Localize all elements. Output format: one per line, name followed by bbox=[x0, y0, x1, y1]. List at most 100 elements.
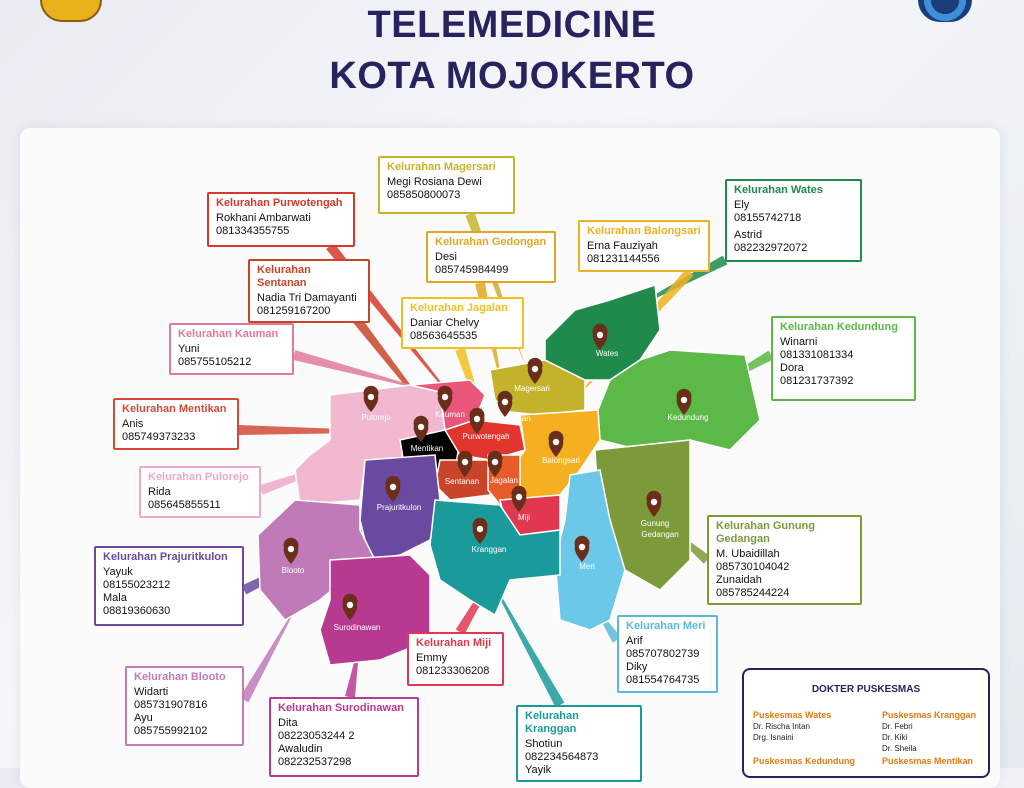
kelurahan-name: Kelurahan Mentikan bbox=[122, 403, 227, 415]
contact-line: 08155742718 bbox=[734, 212, 802, 224]
kelurahan-name: Kelurahan Gedongan bbox=[435, 236, 547, 248]
district-label: Prajuritkulon bbox=[377, 503, 421, 512]
kelurahan-name: Kelurahan Pulorejo bbox=[148, 471, 249, 483]
contact-line: Yayik bbox=[525, 764, 552, 776]
contact-line: 081331081334 bbox=[780, 349, 854, 361]
kelurahan-name: Kelurahan Balongsari bbox=[587, 225, 701, 237]
location-pin-icon bbox=[511, 485, 527, 512]
contact-line: 085785244224 bbox=[716, 587, 790, 599]
district-label: Gedongan bbox=[493, 414, 530, 423]
kelurahan-name: Kelurahan Meri bbox=[626, 620, 706, 632]
kelurahan-name: Kelurahan Gunung Gedangan bbox=[716, 520, 815, 545]
district-label: Pulorejo bbox=[361, 413, 391, 422]
contact-line: 08223053244 2 bbox=[278, 730, 355, 742]
contact-line: 085749373233 bbox=[122, 431, 196, 443]
location-pin-icon bbox=[527, 357, 543, 384]
location-pin-icon bbox=[413, 415, 429, 442]
contact-line: Awaludin bbox=[278, 743, 323, 755]
contact-line: Diky bbox=[626, 661, 648, 673]
doctor-name: Dr. Febri bbox=[882, 722, 913, 731]
contact-line: Ely bbox=[734, 199, 750, 211]
kelurahan-name: Kelurahan Kedundung bbox=[780, 321, 898, 333]
kelurahan-name: Kelurahan Purwotengah bbox=[216, 197, 343, 209]
contact-line: 085731907816 bbox=[134, 699, 208, 711]
region-surodinawan bbox=[319, 554, 431, 666]
connector-ray bbox=[292, 350, 445, 395]
contact-line: Shotiun bbox=[525, 738, 563, 750]
region-kranggan bbox=[429, 499, 561, 617]
contact-line: M. Ubaidillah bbox=[716, 548, 780, 560]
contact-line: Yuni bbox=[178, 343, 200, 355]
contact-line: 081554764735 bbox=[626, 674, 700, 686]
contact-line: Ayu bbox=[134, 712, 153, 724]
contact-line: Megi Rosiana Dewi bbox=[387, 176, 482, 188]
district-label: Kranggan bbox=[472, 545, 507, 554]
contact-line: Anis bbox=[122, 418, 144, 430]
kelurahan-name: Kelurahan Kranggan bbox=[525, 710, 579, 735]
contact-line: Arif bbox=[626, 635, 643, 647]
district-label: Meri bbox=[579, 562, 595, 571]
location-pin-icon bbox=[574, 535, 590, 562]
contact-line: 08563645535 bbox=[410, 330, 478, 342]
contact-line: Mala bbox=[103, 592, 127, 604]
location-pin-icon bbox=[437, 385, 453, 412]
kelurahan-name: Kelurahan Kauman bbox=[178, 328, 279, 340]
contact-line: Daniar Chelvy bbox=[410, 317, 480, 329]
location-pin-icon bbox=[385, 475, 401, 502]
connector-ray bbox=[239, 600, 300, 703]
location-pin-icon bbox=[283, 537, 299, 564]
contact-line: Astrid bbox=[734, 229, 763, 241]
doctor-name: Drg. Isnaini bbox=[753, 733, 794, 742]
contact-line: 085707802739 bbox=[626, 648, 700, 660]
district-label: Balongsari bbox=[542, 456, 580, 465]
contact-line: 081259167200 bbox=[257, 305, 331, 317]
district-label: Wates bbox=[596, 349, 618, 358]
kelurahan-name: Kelurahan Miji bbox=[416, 637, 492, 649]
district-label: Magersari bbox=[514, 384, 550, 393]
contact-line: Rida bbox=[148, 486, 171, 498]
district-label: Kauman bbox=[435, 410, 465, 419]
district-label: Sentanan bbox=[445, 477, 479, 486]
district-label: Blooto bbox=[282, 566, 305, 575]
contact-line: 081233306208 bbox=[416, 665, 490, 677]
doctor-name: Dr. Sheila bbox=[882, 744, 917, 753]
contact-line: 082232537298 bbox=[278, 756, 352, 768]
puskesmas-name: Puskesmas Kedundung bbox=[753, 756, 856, 766]
location-pin-icon bbox=[646, 490, 662, 517]
contact-line: Dita bbox=[278, 717, 298, 729]
location-pin-icon bbox=[363, 385, 379, 412]
contact-line: Rokhani Ambarwati bbox=[216, 212, 311, 224]
contact-line: 08819360630 bbox=[103, 605, 171, 617]
contact-line: 085755992102 bbox=[134, 725, 208, 737]
contact-line: 085745984499 bbox=[435, 264, 509, 276]
dokter-title: DOKTER PUSKESMAS bbox=[811, 684, 921, 695]
kelurahan-name: Kelurahan Prajuritkulon bbox=[103, 551, 228, 563]
location-pin-icon bbox=[469, 407, 485, 434]
region-prajuritkulon bbox=[359, 454, 441, 561]
title-line-1: TELEMEDICINE bbox=[367, 4, 657, 46]
kelurahan-name: Kelurahan Wates bbox=[734, 184, 823, 196]
contact-line: Yayuk bbox=[103, 566, 133, 578]
contact-line: Zunaidah bbox=[716, 574, 762, 586]
location-pin-icon bbox=[472, 517, 488, 544]
contact-line: Desi bbox=[435, 251, 458, 263]
contact-line: Nadia Tri Damayanti bbox=[257, 292, 357, 304]
contact-line: 081231144556 bbox=[587, 253, 660, 265]
district-label: Kedundung bbox=[668, 413, 709, 422]
kelurahan-card: Kelurahan Gunung Gedangan M. Ubaidillah 08… bbox=[707, 515, 862, 605]
